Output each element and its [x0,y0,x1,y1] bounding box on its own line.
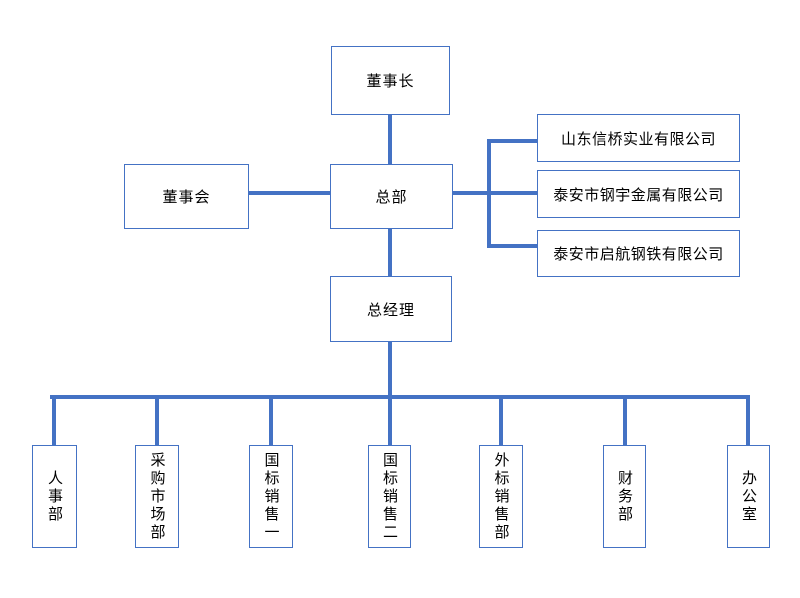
node-department-label: 办公室 [740,469,757,524]
node-headquarters: 总部 [330,164,453,229]
node-department: 人事部 [32,445,77,548]
node-general-manager: 总经理 [330,276,452,342]
node-department: 办公室 [727,445,770,548]
connector-headquarters-general-manager [388,229,392,276]
connector-subsidiary-3-stub [487,244,539,248]
connector-subsidiary-1-stub [487,139,539,143]
node-department-label: 外标销售部 [492,451,510,542]
node-subsidiary-label: 山东信桥实业有限公司 [560,130,716,148]
node-subsidiary-label: 泰安市钢宇金属有限公司 [553,186,724,204]
node-department: 采购市场部 [135,445,179,548]
node-department-label: 财务部 [616,469,633,524]
node-department: 国标销售二 [368,445,411,548]
node-headquarters-label: 总部 [375,189,408,206]
node-department-label: 国标销售二 [381,451,398,542]
connector-drop-guobiaoxiaoshou2 [388,395,392,445]
connector-chairman-headquarters [388,115,392,164]
node-department-label: 人事部 [46,469,63,524]
node-subsidiary-label: 泰安市启航钢铁有限公司 [553,246,724,263]
connector-drop-caigoushichangbu [155,395,159,445]
connector-general-manager-departments [388,342,392,397]
connector-departments-bar [50,395,750,399]
connector-drop-bangongshi [746,395,750,445]
connector-board-headquarters [249,191,330,195]
connector-drop-waibiaoxiaoshoubu [499,395,503,445]
node-department: 国标销售一 [249,445,293,548]
node-department: 外标销售部 [479,445,523,548]
connector-drop-guobiaoxiaoshou1 [269,395,273,445]
node-board-label: 董事会 [162,189,211,206]
connector-subsidiaries-bracket [487,139,491,248]
node-chairman-label: 董事长 [366,73,415,90]
connector-headquarters-subsidiaries [453,191,537,195]
node-subsidiary: 山东信桥实业有限公司 [537,114,740,162]
connector-drop-renshibu [52,395,56,445]
node-subsidiary: 泰安市启航钢铁有限公司 [537,230,740,277]
node-board: 董事会 [124,164,249,229]
node-department-label: 国标销售一 [262,451,280,542]
connector-drop-caiwubu [623,395,627,445]
node-department-label: 采购市场部 [148,451,166,542]
node-chairman: 董事长 [331,46,450,115]
node-general-manager-label: 总经理 [366,301,415,319]
node-department: 财务部 [603,445,646,548]
node-subsidiary: 泰安市钢宇金属有限公司 [537,170,740,218]
